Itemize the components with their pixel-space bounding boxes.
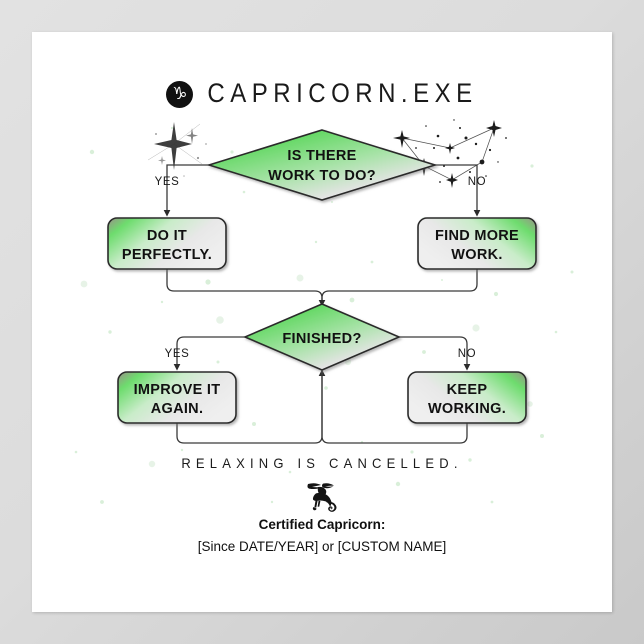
branch-label-finished-no: NO (458, 348, 476, 360)
flow-node-keepworking-line2: WORKING. (428, 401, 506, 417)
certified-label: Certified Capricorn: (258, 517, 386, 532)
flow-node-do-it-perfectly[interactable]: DO IT PERFECTLY. (107, 217, 227, 270)
connector-keepworking-loopback (321, 372, 468, 444)
poster-footer: RELAXING IS CANCELLED. (32, 456, 612, 554)
connector-improve-loopback (176, 369, 326, 444)
zodiac-glyph: ♑ (172, 83, 188, 104)
box-shape-do-it-perfectly (107, 217, 227, 270)
tagline-text: RELAXING IS CANCELLED. (181, 455, 463, 472)
connector-doit-to-finished (166, 269, 323, 304)
flow-node-start-line2: WORK TO DO? (268, 168, 376, 184)
page-title: CAPRICORN.EXE (207, 78, 478, 109)
flow-node-improve-it-again[interactable]: IMPROVE IT AGAIN. (117, 371, 237, 424)
flow-node-doit-line1: DO IT (147, 228, 187, 244)
capricorn-sea-goat-icon (32, 481, 612, 515)
custom-name-placeholder: [Since DATE/YEAR] or [CUSTOM NAME] (197, 539, 447, 554)
flow-node-finished-decision[interactable]: FINISHED? (242, 303, 402, 371)
diamond-shape-finished (242, 303, 402, 371)
flow-node-keep-working[interactable]: KEEP WORKING. (407, 371, 527, 424)
capricorn-symbol-icon: ♑ (166, 80, 194, 108)
connector-finished-yes (173, 336, 245, 371)
box-shape-keep-working (407, 371, 527, 424)
flow-node-findmore-line2: WORK. (451, 247, 502, 263)
box-shape-improve-it-again (117, 371, 237, 424)
connector-start-yes (163, 164, 209, 217)
branch-label-start-no: NO (468, 176, 486, 188)
flow-node-find-more-work[interactable]: FIND MORE WORK. (417, 217, 537, 270)
box-shape-find-more-work (417, 217, 537, 270)
branch-label-start-yes: YES (155, 176, 180, 188)
flow-node-start-line1: IS THERE (287, 148, 356, 164)
flow-node-improve-line1: IMPROVE IT (134, 382, 221, 398)
flowchart-diagram: IS THERE WORK TO DO? YES NO DO IT PERFEC… (107, 129, 537, 444)
flow-node-findmore-line1: FIND MORE (435, 228, 519, 244)
flow-node-improve-line2: AGAIN. (151, 401, 204, 417)
branch-label-finished-yes: YES (165, 348, 190, 360)
poster-header: ♑ CAPRICORN.EXE (32, 78, 612, 109)
flow-node-keepworking-line1: KEEP (447, 382, 488, 398)
diamond-shape-start (206, 129, 438, 201)
flow-node-finished-line1: FINISHED? (282, 331, 361, 347)
connector-start-no (435, 164, 481, 217)
flow-node-doit-line2: PERFECTLY. (122, 247, 212, 263)
flow-node-start-decision[interactable]: IS THERE WORK TO DO? (206, 129, 438, 201)
connector-findmore-to-finished (318, 269, 478, 307)
connector-finished-no (399, 336, 471, 371)
poster-sheet: ♑ CAPRICORN.EXE (32, 32, 612, 612)
